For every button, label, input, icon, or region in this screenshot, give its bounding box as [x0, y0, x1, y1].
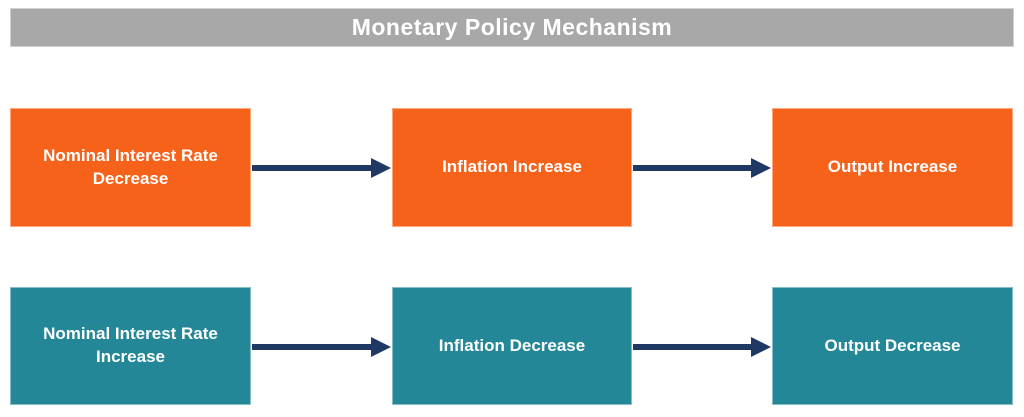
arrow-shaft [252, 164, 371, 171]
flow-box-inflation-increase: Inflation Increase [392, 108, 632, 227]
arrow-head [751, 157, 771, 178]
arrow-shaft [633, 164, 751, 171]
flow-box-label: Inflation Decrease [438, 335, 586, 355]
flow-box-label: Nominal Interest Rate Increase [43, 324, 218, 366]
flow-box-output-decrease: Output Decrease [772, 287, 1013, 405]
diagram-title: Monetary Policy Mechanism [351, 14, 673, 40]
arrow-right-icon [633, 157, 771, 178]
flow-box-label: Nominal Interest Rate Decrease [43, 145, 218, 188]
arrow-right-icon [252, 336, 391, 357]
arrow-head [371, 157, 391, 178]
arrow-shaft [633, 343, 751, 350]
arrow-shaft [252, 343, 371, 350]
arrow-head [371, 336, 391, 357]
arrow-head [751, 336, 771, 357]
flow-box-output-increase: Output Increase [772, 108, 1013, 227]
title-bar: Monetary Policy Mechanism [10, 8, 1014, 47]
flow-box-label: Output Increase [827, 157, 958, 177]
flow-box-label: Inflation Increase [442, 157, 582, 177]
flow-box-label: Output Decrease [824, 335, 961, 355]
arrow-right-icon [633, 336, 771, 357]
flow-box-inflation-decrease: Inflation Decrease [392, 287, 632, 405]
flow-box-nominal-interest-rate-decrease: Nominal Interest Rate Decrease [10, 108, 251, 227]
flow-box-nominal-interest-rate-increase: Nominal Interest Rate Increase [10, 287, 251, 405]
arrow-right-icon [252, 157, 391, 178]
